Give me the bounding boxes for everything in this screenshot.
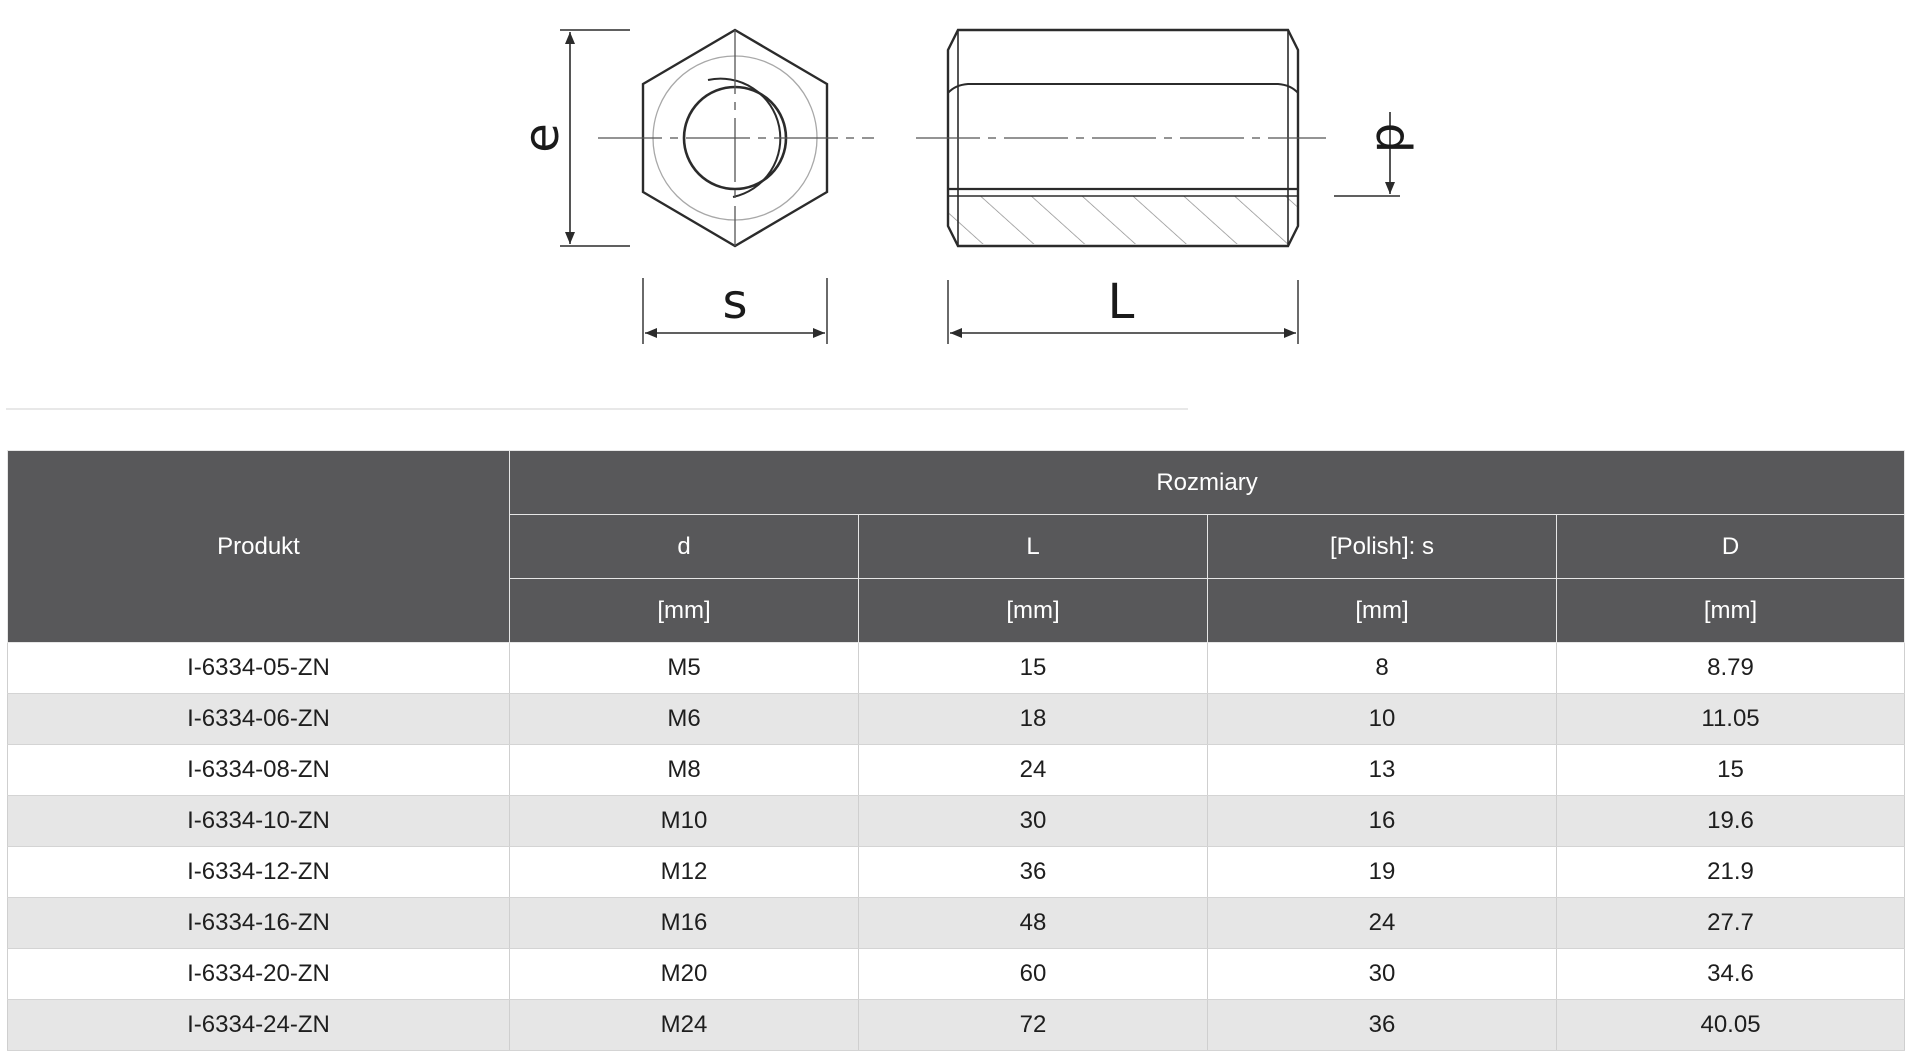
cell-s: 24 [1207, 897, 1557, 949]
table-row: I-6334-05-ZN M5 15 8 8.79 [7, 642, 1906, 694]
cell-product: I-6334-06-ZN [7, 693, 510, 745]
header-row-names: d L [Polish]: s D [8, 514, 1906, 579]
cell-d: M5 [509, 642, 859, 694]
cell-d: M8 [509, 744, 859, 796]
cell-d: M24 [509, 999, 859, 1051]
unit-s: [mm] [1207, 578, 1557, 643]
cell-L: 18 [858, 693, 1208, 745]
cell-D: 15 [1555, 744, 1906, 796]
cell-product: I-6334-20-ZN [7, 948, 510, 1000]
unit-D: [mm] [1555, 578, 1906, 643]
cell-L: 30 [858, 795, 1208, 847]
cell-product: I-6334-10-ZN [7, 795, 510, 847]
unit-L: [mm] [858, 578, 1208, 643]
cell-D: 11.05 [1555, 693, 1906, 745]
table-row: I-6334-10-ZN M10 30 16 19.6 [7, 795, 1906, 847]
header-row-group: Produkt Rozmiary [7, 450, 1906, 643]
cell-L: 60 [858, 948, 1208, 1000]
cell-s: 10 [1207, 693, 1557, 745]
upper-face-edge [947, 83, 1299, 94]
cell-d: M10 [509, 795, 859, 847]
header-product: Produkt [7, 450, 510, 643]
cell-D: 27.7 [1555, 897, 1906, 949]
header-D: D [1555, 514, 1906, 579]
cell-L: 48 [858, 897, 1208, 949]
cell-s: 36 [1207, 999, 1557, 1051]
cell-product: I-6334-05-ZN [7, 642, 510, 694]
cell-L: 24 [858, 744, 1208, 796]
cell-s: 16 [1207, 795, 1557, 847]
dimension-label-L: L [1108, 274, 1135, 330]
cell-d: M12 [509, 846, 859, 898]
cell-product: I-6334-08-ZN [7, 744, 510, 796]
dimension-label-e: e [514, 123, 570, 153]
dimension-d: d [1334, 112, 1421, 197]
cell-D: 19.6 [1555, 795, 1906, 847]
cell-L: 36 [858, 846, 1208, 898]
header-s: [Polish]: s [1207, 514, 1557, 579]
hex-front-view [598, 28, 874, 248]
table-row: I-6334-06-ZN M6 18 10 11.05 [7, 693, 1906, 745]
header-row-units: [mm] [mm] [mm] [mm] [8, 578, 1906, 643]
table-row: I-6334-12-ZN M12 36 19 21.9 [7, 846, 1906, 898]
cell-D: 34.6 [1555, 948, 1906, 1000]
cell-L: 15 [858, 642, 1208, 694]
cell-s: 8 [1207, 642, 1557, 694]
cell-D: 40.05 [1555, 999, 1906, 1051]
unit-d: [mm] [509, 578, 859, 643]
cell-product: I-6334-12-ZN [7, 846, 510, 898]
table-row: I-6334-08-ZN M8 24 13 15 [7, 744, 1906, 796]
dimensions-table: Produkt Rozmiary d L [Polish]: s D [mm] … [7, 450, 1906, 1051]
technical-drawing: e s d L [514, 28, 1421, 344]
cell-s: 30 [1207, 948, 1557, 1000]
header-dimensions-group: Rozmiary [508, 450, 1906, 515]
cell-d: M20 [509, 948, 859, 1000]
header-d: d [509, 514, 859, 579]
table-row: I-6334-20-ZN M20 60 30 34.6 [7, 948, 1906, 1000]
dimension-s: s [642, 274, 828, 344]
table-row: I-6334-24-ZN M24 72 36 40.05 [7, 999, 1906, 1051]
cell-D: 21.9 [1555, 846, 1906, 898]
coupler-side-view [916, 28, 1326, 248]
cell-product: I-6334-16-ZN [7, 897, 510, 949]
dimension-L: L [947, 274, 1299, 344]
dimension-label-d: d [1365, 123, 1421, 153]
section-divider [6, 408, 1188, 410]
cell-s: 13 [1207, 744, 1557, 796]
table-row: I-6334-16-ZN M16 48 24 27.7 [7, 897, 1906, 949]
cell-d: M6 [509, 693, 859, 745]
table-header: Produkt Rozmiary d L [Polish]: s D [mm] … [7, 450, 1906, 643]
dimension-e: e [514, 29, 630, 247]
cell-D: 8.79 [1555, 642, 1906, 694]
cell-s: 19 [1207, 846, 1557, 898]
cell-L: 72 [858, 999, 1208, 1051]
dimension-label-s: s [722, 274, 747, 330]
hatched-section [948, 196, 1298, 244]
table-body: I-6334-05-ZN M5 15 8 8.79 I-6334-06-ZN M… [7, 642, 1906, 1051]
header-L: L [858, 514, 1208, 579]
cell-d: M16 [509, 897, 859, 949]
cell-product: I-6334-24-ZN [7, 999, 510, 1051]
